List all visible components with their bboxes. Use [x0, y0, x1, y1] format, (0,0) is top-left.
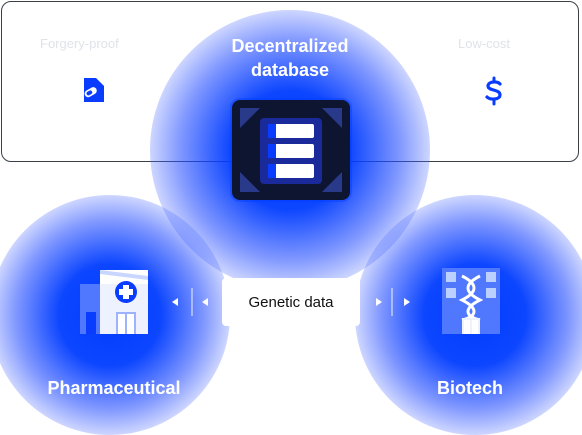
forgery-proof-label: Forgery-proof	[40, 36, 119, 51]
genetic-data-text: Genetic data	[248, 293, 334, 311]
pharma-label: Pharmaceutical	[47, 378, 181, 398]
database-stack-icon	[232, 100, 350, 200]
document-shield-icon	[80, 76, 108, 109]
right-flow-arrows	[370, 288, 418, 321]
database-label-line2: database	[250, 60, 330, 80]
genetic-data-label: Genetic data	[222, 278, 360, 326]
dollar-icon	[482, 76, 506, 111]
database-label-line1: Decentralized	[231, 36, 349, 56]
database-label: Decentralized database	[190, 34, 390, 82]
left-flow-arrows	[168, 288, 216, 321]
dna-building-icon	[438, 262, 504, 341]
biotech-label: Biotech	[436, 378, 503, 398]
hospital-icon	[78, 262, 150, 341]
low-cost-label: Low-cost	[458, 36, 511, 51]
